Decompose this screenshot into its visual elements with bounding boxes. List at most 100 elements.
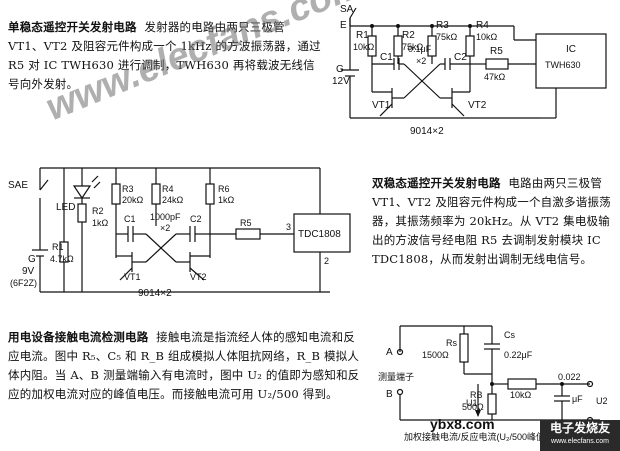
switch-sae bbox=[39, 179, 49, 250]
label-r1: R1 bbox=[52, 242, 64, 252]
section3-title: 用电设备接触电流检测电路 bbox=[8, 330, 149, 344]
label-r5: R5 bbox=[490, 46, 503, 57]
label-led: LED bbox=[56, 202, 75, 213]
section3-paragraph: 用电设备接触电流检测电路 接触电流是指流经人体的感知电流和反应电流。图中 R₅、… bbox=[8, 328, 362, 404]
label-c1: C1 bbox=[380, 52, 393, 63]
label-r3: R3 bbox=[122, 184, 134, 194]
label-c-x2: ×2 bbox=[416, 56, 426, 66]
label-b: B bbox=[386, 389, 393, 400]
battery-9v bbox=[32, 249, 48, 292]
transistor-vt1 bbox=[372, 88, 404, 117]
switch-sa bbox=[349, 7, 357, 26]
section3-text: 接触电流是指流经人体的感知电流和反应电流。图中 R₅、C₅ 和 R_B 组成模拟… bbox=[8, 330, 360, 401]
label-cs: Cs bbox=[504, 330, 515, 340]
capacitor-c1 bbox=[372, 58, 404, 70]
label-r2: R2 bbox=[92, 206, 104, 216]
transistor-vt2 bbox=[176, 252, 210, 281]
label-e: E bbox=[340, 20, 347, 31]
label-r5-value: 47kΩ bbox=[484, 72, 506, 82]
transistor-vt2 bbox=[440, 88, 470, 117]
label-r1: R1 bbox=[356, 30, 369, 41]
label-0022: 0.022 bbox=[558, 372, 581, 382]
label-r4: R4 bbox=[476, 20, 489, 31]
caption-contact-current: 加权接触电流/反应电流(U₂/500峰值) bbox=[404, 431, 548, 442]
label-pin3: 3 bbox=[286, 222, 291, 232]
label-g-type: (6F2Z) bbox=[10, 278, 37, 288]
label-r4: R4 bbox=[162, 184, 174, 194]
label-10k: 10kΩ bbox=[510, 390, 532, 400]
label-terminal: 测量端子 bbox=[378, 371, 414, 382]
label-c-value: 1000pF bbox=[150, 212, 181, 222]
section2-title: 双稳态遥控开关发射电路 bbox=[372, 176, 501, 190]
label-r2: R2 bbox=[402, 30, 415, 41]
label-transistor-type: 9014×2 bbox=[410, 126, 444, 137]
label-r3-value: 20kΩ bbox=[122, 195, 144, 205]
label-g: G bbox=[336, 64, 344, 75]
label-ic: IC bbox=[566, 44, 576, 55]
ic-tdc1808 bbox=[293, 213, 351, 253]
watermark-ybx8: ybx8.com bbox=[430, 416, 495, 432]
label-c2: C2 bbox=[454, 52, 467, 63]
label-vt2: VT2 bbox=[468, 100, 487, 111]
label-vt1: VT1 bbox=[372, 100, 391, 111]
label-c-value: 0.1μF bbox=[408, 44, 432, 54]
label-a: A bbox=[386, 347, 393, 358]
capacitor-cs bbox=[484, 334, 500, 374]
label-r4-value: 10kΩ bbox=[476, 32, 498, 42]
label-pin2: 2 bbox=[324, 256, 329, 266]
label-rb: RB bbox=[470, 390, 483, 400]
label-g: G bbox=[28, 254, 36, 265]
capacitor-0022 bbox=[554, 384, 570, 420]
label-r3: R3 bbox=[436, 20, 449, 31]
label-c-x2: ×2 bbox=[160, 223, 170, 233]
capacitor-c1 bbox=[116, 226, 146, 242]
label-sae: SAE bbox=[8, 180, 28, 191]
section2-paragraph: 双稳态遥控开关发射电路 电路由两只三极管 VT1、VT2 及阻容元件构成一个自激… bbox=[372, 174, 616, 269]
resistor-rb bbox=[487, 393, 497, 415]
label-r6-value: 1kΩ bbox=[218, 195, 235, 205]
section1-paragraph: 单稳态遥控开关发射电路 发射器的电路由两只三极管 VT1、VT2 及阻容元件构成… bbox=[8, 18, 324, 94]
watermark-corner-title: 电子发烧友 bbox=[549, 421, 610, 435]
capacitor-c2 bbox=[440, 58, 470, 70]
label-r1-value: 10kΩ bbox=[353, 42, 375, 52]
ic-twh630 bbox=[535, 33, 607, 89]
label-ic-name: TWH630 bbox=[545, 60, 581, 70]
label-r3-value: 75kΩ bbox=[436, 32, 458, 42]
label-c2: C2 bbox=[190, 214, 202, 224]
terminal-b bbox=[396, 388, 404, 396]
label-u2: U2 bbox=[596, 396, 608, 406]
label-r2-value: 75kΩ bbox=[402, 42, 424, 52]
label-vt2: VT2 bbox=[190, 272, 207, 282]
resistor-rs bbox=[459, 333, 469, 363]
section1-text: 发射器的电路由两只三极管 VT1、VT2 及阻容元件构成一个 1kHz 的方波振… bbox=[8, 20, 321, 91]
watermark-corner-url: www.elecfans.com bbox=[551, 438, 609, 445]
label-r2-value: 1kΩ bbox=[92, 218, 109, 228]
terminal-u2-top bbox=[586, 380, 594, 388]
label-r4-value: 24kΩ bbox=[162, 195, 184, 205]
watermark-corner: 电子发烧友 www.elecfans.com bbox=[540, 420, 620, 451]
section1-title: 单稳态遥控开关发射电路 bbox=[8, 20, 137, 34]
label-rs-value: 1500Ω bbox=[422, 350, 449, 360]
label-cs-value: 0.22μF bbox=[504, 350, 533, 360]
label-u1: U1 bbox=[466, 398, 478, 408]
label-r1-value: 4.7kΩ bbox=[50, 254, 74, 264]
label-r6: R6 bbox=[218, 184, 230, 194]
label-vt1: VT1 bbox=[124, 272, 141, 282]
label-rb-value: 500Ω bbox=[462, 402, 484, 412]
section2-text: 电路由两只三极管 VT1、VT2 及阻容元件构成一个自激多谐振荡器，其振荡频率为… bbox=[372, 176, 611, 266]
label-r5: R5 bbox=[240, 218, 252, 228]
label-c1: C1 bbox=[124, 214, 136, 224]
capacitor-c2 bbox=[176, 226, 210, 242]
resistor-10k bbox=[507, 378, 537, 390]
battery-12v bbox=[341, 18, 359, 118]
label-g-value: 9V bbox=[22, 266, 35, 277]
label-uf: μF bbox=[572, 394, 583, 404]
label-transistor-type: 9014×2 bbox=[138, 288, 172, 299]
label-rs: Rs bbox=[446, 338, 457, 348]
transistor-vt1 bbox=[116, 252, 146, 281]
label-ic: TDC1808 bbox=[298, 229, 341, 240]
label-sa: SA bbox=[340, 4, 354, 15]
terminal-a bbox=[396, 348, 404, 356]
